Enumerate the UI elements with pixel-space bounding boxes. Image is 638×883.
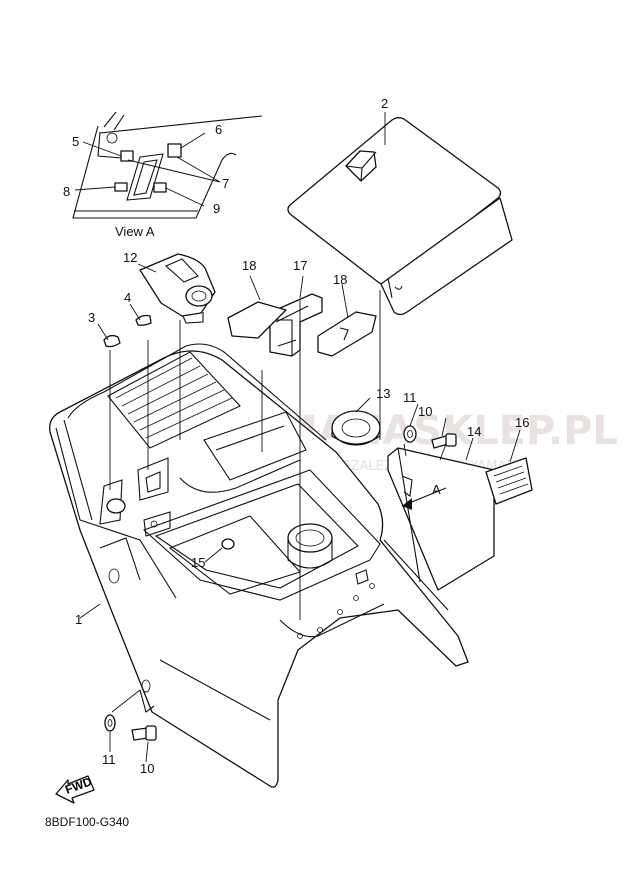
callout-18-left: 18 — [242, 258, 256, 273]
callout-12: 12 — [123, 250, 137, 265]
callout-17: 17 — [293, 258, 307, 273]
callout-11-top: 11 — [403, 390, 417, 405]
callout-10-top: 10 — [418, 404, 432, 419]
callout-18-right: 18 — [333, 272, 347, 287]
arrow-a-label: A — [432, 482, 441, 497]
clip-part-4 — [135, 314, 152, 326]
callout-14: 14 — [467, 424, 481, 439]
arrow-a — [401, 487, 447, 510]
cover-part-12 — [139, 253, 216, 324]
fwd-arrow-icon: FWD — [55, 774, 95, 804]
callout-15: 15 — [191, 555, 205, 570]
callout-16: 16 — [515, 415, 529, 430]
screw-part-10-bottom — [131, 725, 157, 741]
plug-part-15 — [221, 538, 235, 550]
callout-8: 8 — [63, 184, 70, 199]
view-a-inset — [72, 111, 263, 219]
clip-part-3 — [103, 334, 121, 348]
console-body-part-1 — [49, 343, 469, 788]
callout-9: 9 — [213, 201, 220, 216]
view-a-label: View A — [115, 224, 155, 239]
leader-lines — [79, 112, 521, 763]
callout-5: 5 — [72, 134, 79, 149]
callout-1: 1 — [75, 612, 82, 627]
callout-labels: 1 2 3 4 5 6 7 8 9 10 10 11 11 12 13 14 1… — [63, 96, 529, 776]
figure-code: 8BDF100-G340 — [45, 815, 129, 829]
lid-part-2 — [287, 117, 513, 316]
screw-part-10-top — [431, 433, 457, 449]
pad-part-18-right — [317, 311, 377, 357]
washer-part-11-bottom — [104, 714, 116, 732]
panel-part-14 — [387, 447, 495, 591]
callout-11-bottom: 11 — [102, 752, 116, 767]
callout-13: 13 — [376, 386, 390, 401]
callout-7: 7 — [222, 176, 229, 191]
grommet-part-13 — [331, 410, 381, 446]
callout-4: 4 — [124, 290, 131, 305]
callout-3: 3 — [88, 310, 95, 325]
callout-2: 2 — [381, 96, 388, 111]
pad-part-18-left — [227, 301, 287, 339]
label-part-16 — [485, 457, 533, 505]
callout-6: 6 — [215, 122, 222, 137]
callout-10-bottom: 10 — [140, 761, 154, 776]
washer-part-11-top — [403, 425, 417, 443]
